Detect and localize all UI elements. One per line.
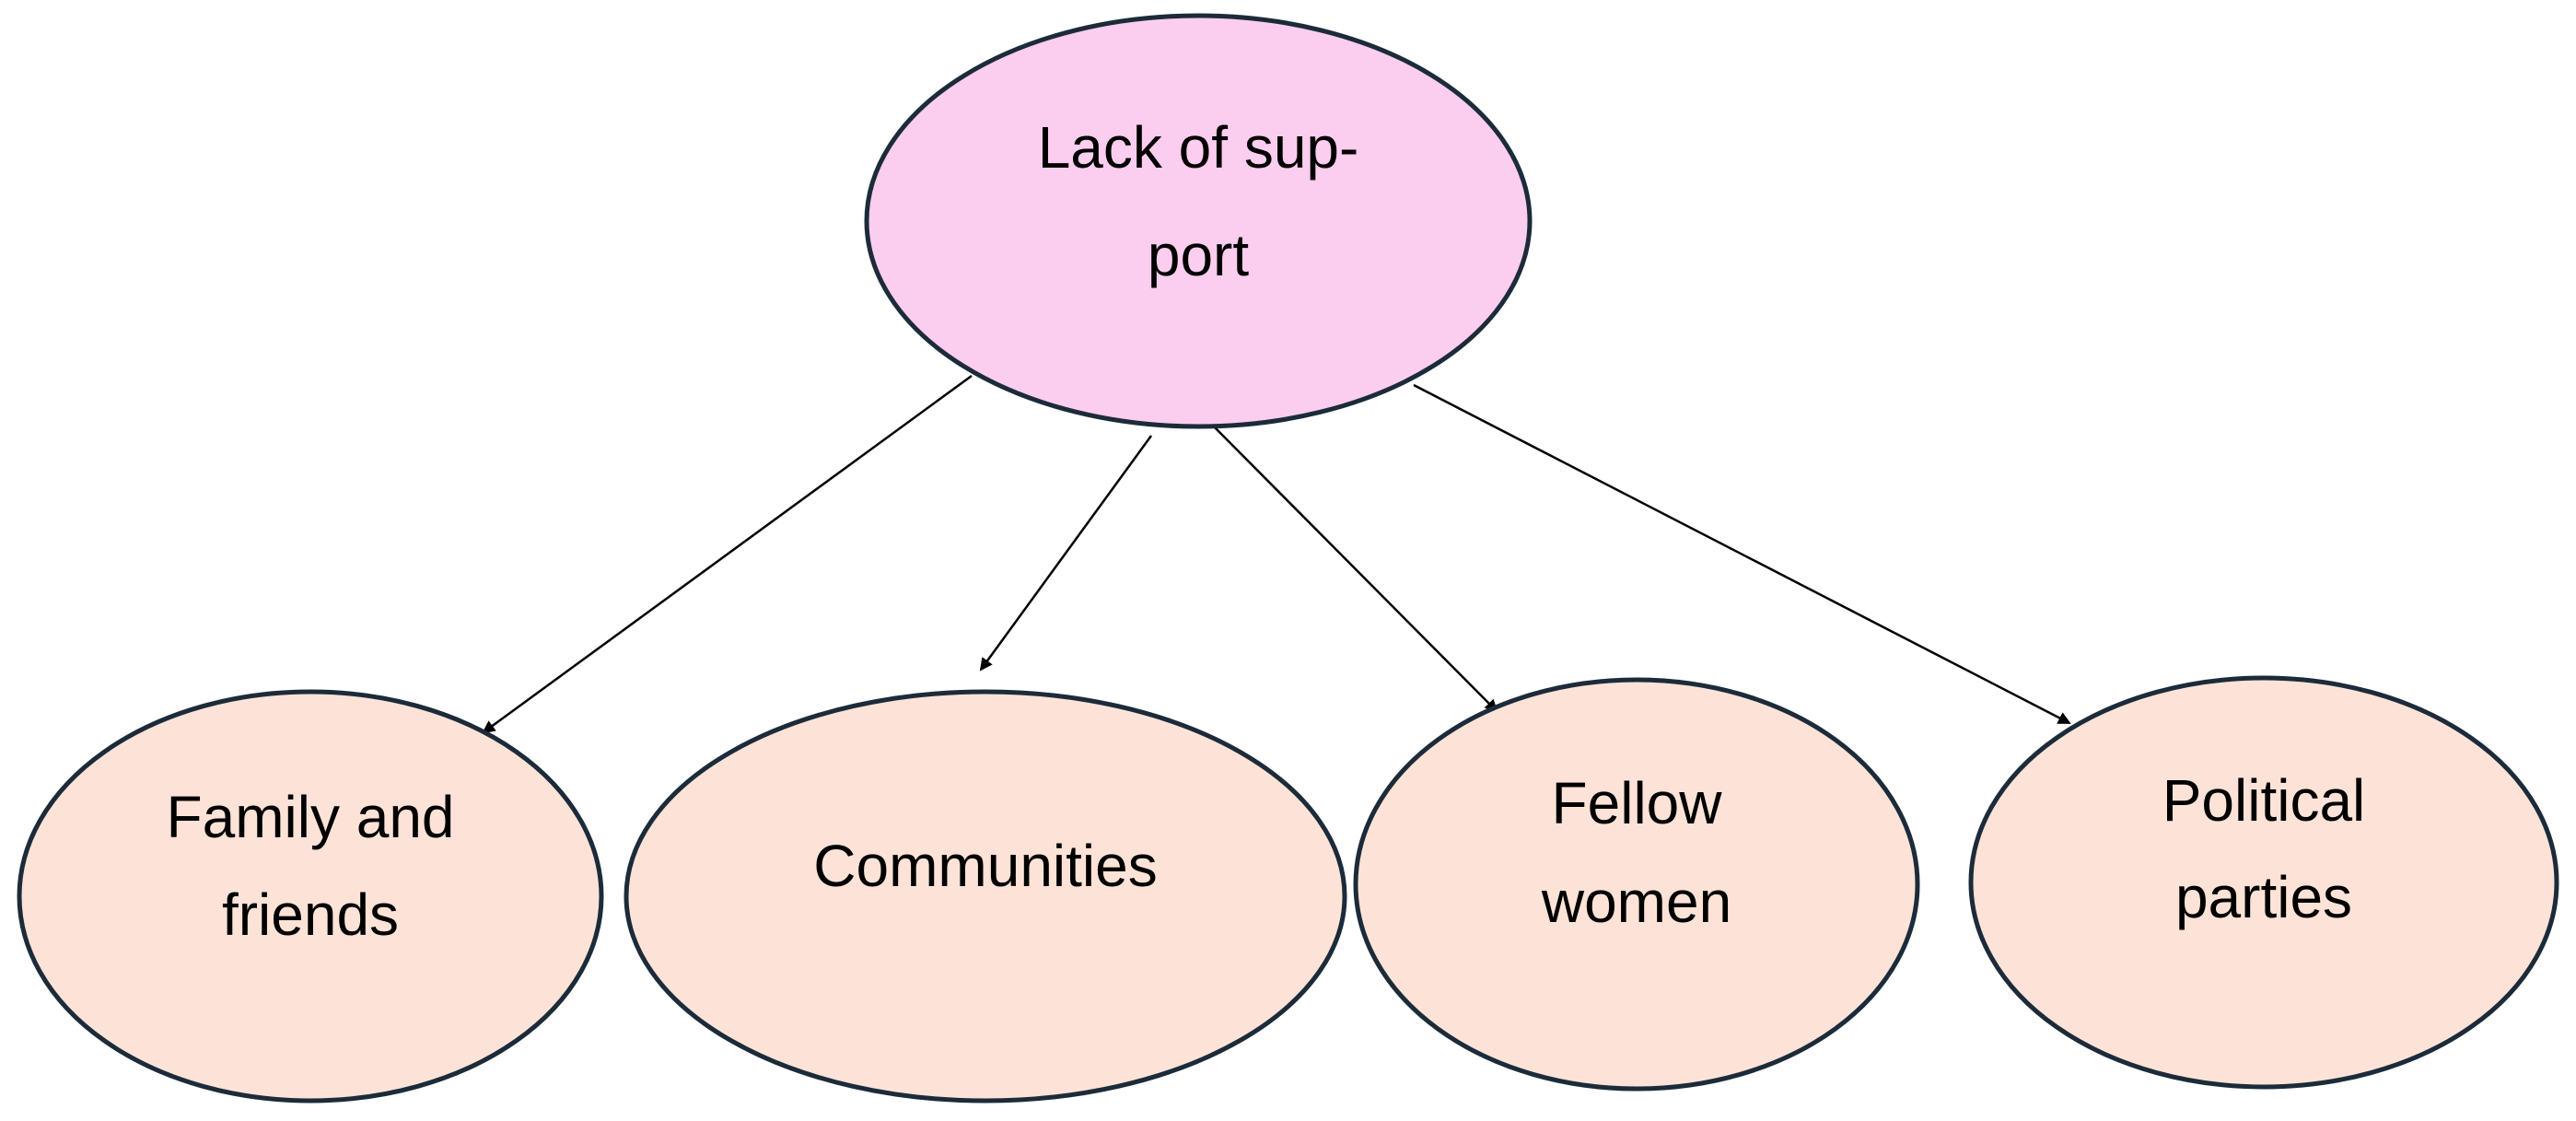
family-ellipse xyxy=(17,689,604,1103)
root-label-line-1: Lack of sup- xyxy=(1038,114,1359,181)
family-label-line-1: Family and xyxy=(167,784,455,850)
edge-to-communities xyxy=(979,435,1153,671)
node-fellow-women: Fellow women xyxy=(1353,677,1920,1092)
communities-ellipse xyxy=(624,689,1347,1103)
parties-label-line-2: parties xyxy=(2175,864,2352,930)
parties-ellipse xyxy=(1968,675,2559,1090)
women-label-line-2: women xyxy=(1541,869,1731,935)
parties-label-line-1: Political xyxy=(2162,767,2366,834)
edge-to-family xyxy=(482,374,973,734)
edge-to-women xyxy=(1207,420,1498,713)
node-political-parties: Political parties xyxy=(1968,675,2559,1090)
node-communities: Communities xyxy=(624,689,1347,1103)
root-ellipse xyxy=(864,13,1533,429)
communities-label: Communities xyxy=(813,833,1157,899)
root-node: Lack of sup- port xyxy=(864,13,1533,429)
family-label-line-2: friends xyxy=(222,882,399,948)
women-label-line-1: Fellow xyxy=(1552,770,1723,836)
node-family-and-friends: Family and friends xyxy=(17,689,604,1103)
root-label-line-2: port xyxy=(1148,222,1250,288)
edge-to-parties xyxy=(1413,383,2071,725)
edges xyxy=(482,374,2071,734)
women-ellipse xyxy=(1353,677,1920,1092)
